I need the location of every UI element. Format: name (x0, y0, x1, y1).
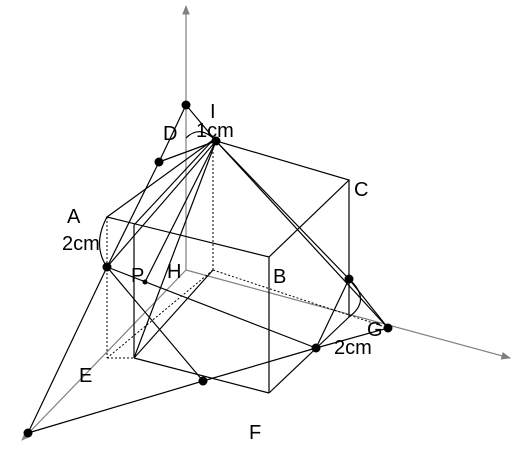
line-back-right-to-g (348, 278, 389, 329)
line-right-to-g (315, 327, 389, 349)
y-axis (185, 269, 511, 360)
point-apex (181, 100, 191, 110)
line-inner-diagonal (133, 269, 214, 359)
labels: I D 1cm C A 2cm P H B G 2cm E F (62, 101, 383, 444)
label-b: B (273, 266, 286, 288)
line-i-to-c-region (215, 140, 350, 280)
point-bottom-mid (198, 376, 208, 386)
cube (105, 139, 351, 394)
line-x-end-to-mid (27, 380, 204, 434)
arc-right-2cm (348, 278, 362, 318)
label-i: I (210, 101, 216, 123)
label-e: E (79, 365, 92, 387)
hidden-edge-back-bottom-left (106, 269, 214, 359)
line-right-up (315, 278, 350, 349)
label-a: A (67, 206, 81, 228)
label-p: P (131, 265, 144, 287)
point-a (102, 262, 112, 272)
point-bottom-right (311, 343, 321, 353)
line-i-to-g (215, 140, 389, 329)
axes (21, 5, 511, 441)
cube-top-face (105, 139, 351, 258)
cube-edge-top-back (133, 139, 214, 226)
line-mid-to-right (202, 347, 317, 382)
cube-edge-bottom-right (268, 316, 350, 394)
cube-edge-bottom-front (133, 357, 270, 394)
line-i-to-a (106, 140, 217, 268)
x-axis (21, 269, 187, 441)
point-i (211, 136, 221, 146)
line-a-to-front-right (106, 266, 317, 349)
label-dim-top: 1cm (196, 120, 234, 142)
label-dim-right: 2cm (334, 337, 372, 359)
point-x-end (23, 428, 33, 438)
line-a-to-mid (106, 266, 204, 382)
label-d: D (163, 123, 177, 145)
line-a-to-x-end (27, 266, 108, 434)
label-f: F (249, 422, 261, 444)
line-d-to-i (158, 140, 217, 163)
hidden-edges (106, 140, 389, 359)
label-c: C (354, 179, 368, 201)
point-d (154, 157, 164, 167)
arc-left-2cm (98, 216, 108, 268)
line-d-to-a (106, 161, 160, 268)
point-p (142, 279, 148, 285)
label-dim-left: 2cm (62, 233, 100, 255)
line-i-to-front (133, 140, 217, 359)
label-h: H (167, 261, 181, 283)
line-i-to-p (144, 140, 217, 283)
point-right-edge (344, 274, 354, 284)
label-g: G (367, 319, 383, 341)
points (23, 100, 393, 438)
line-apex-to-i (185, 104, 217, 142)
construction-lines (27, 104, 389, 434)
point-g (383, 323, 393, 333)
hidden-edge-back-bottom-right (212, 269, 389, 329)
line-apex-to-d (158, 104, 187, 163)
